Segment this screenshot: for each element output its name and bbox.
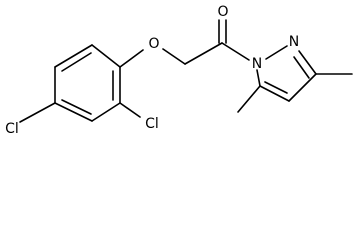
atom-n2: N	[289, 34, 299, 50]
atom-carbonyl-o: O	[217, 4, 228, 20]
bond-ether-ch2	[162, 48, 186, 65]
bond-c4-c5	[259, 85, 290, 102]
bond-ring-b	[91, 44, 121, 68]
pyrazole-ring	[256, 45, 317, 102]
bond-cl-left	[19, 102, 56, 123]
bond-methyl-c5	[237, 85, 261, 113]
bond-ring-e	[54, 102, 93, 122]
atom-n1: N	[252, 56, 262, 72]
bond-ring-inner-1	[61, 52, 92, 72]
bond-ring-ether	[119, 49, 144, 68]
bond-n2-c3	[298, 50, 317, 75]
bond-ch2-carbonyl	[184, 42, 223, 65]
bond-c5-n1	[256, 69, 261, 87]
bond-c3-c4	[288, 73, 317, 102]
atom-ether-o: O	[148, 36, 159, 52]
bond-ring-d	[91, 102, 121, 122]
atom-cl-bottom: Cl	[145, 116, 159, 132]
molecule-diagram: Cl Cl O O N N	[5, 4, 353, 137]
structure-canvas: Cl Cl O O N N	[5, 4, 353, 137]
bond-ring-a	[54, 44, 93, 68]
bond-carbonyl-n	[221, 42, 250, 61]
bond-n1-n2	[265, 45, 288, 60]
bond-ring-inner-3	[61, 99, 92, 115]
bond-n2-c3-inner	[293, 56, 310, 79]
benzene-ring	[54, 44, 121, 122]
bond-c4-c5-inner	[264, 81, 288, 94]
bond-cl-bottom	[119, 102, 141, 118]
atom-cl-left: Cl	[5, 121, 19, 137]
